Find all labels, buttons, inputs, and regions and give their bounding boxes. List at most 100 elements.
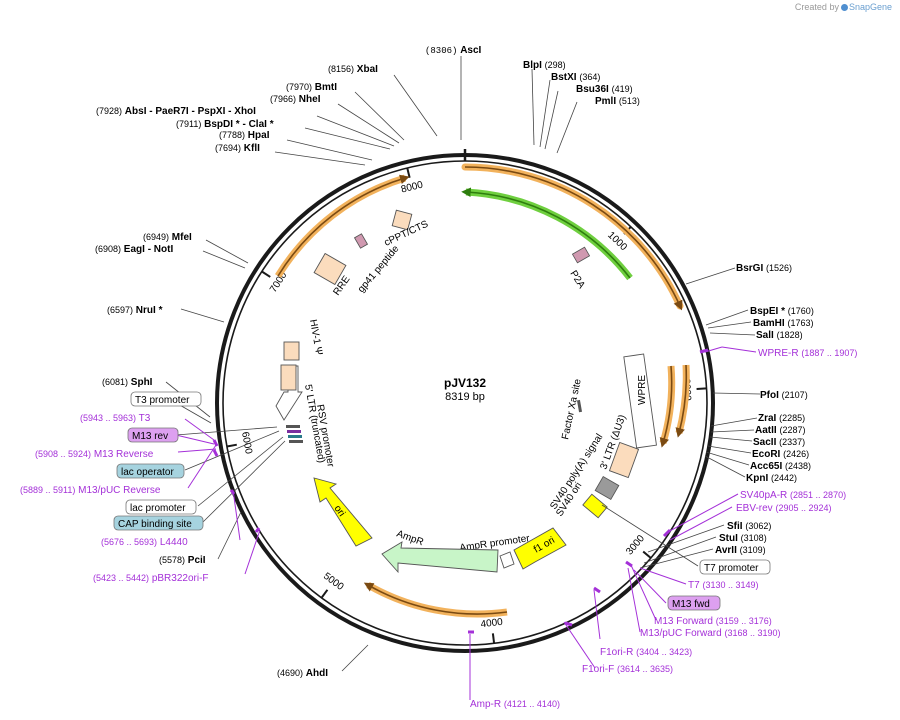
primer-range-f1ori-r: (3404 .. 3423) — [636, 647, 692, 657]
svg-text:BlpI (298): BlpI (298) — [523, 60, 566, 71]
primer-t3: T3 — [139, 413, 151, 424]
enzyme-pos-ascI: (8306) — [425, 46, 457, 56]
rre-shape — [313, 252, 347, 286]
sv40-ori-shape — [582, 493, 608, 519]
enzyme-bamHI: BamHI — [753, 318, 785, 329]
enzyme-pos-blpI: (298) — [545, 60, 566, 70]
svg-text:(4690) AhdI: (4690) AhdI — [277, 668, 328, 679]
wpre-shape — [623, 353, 657, 449]
box-cap-binding-site: CAP binding site — [118, 519, 192, 530]
svg-text:(5943 .. 5963) T3: (5943 .. 5963) T3 — [80, 413, 151, 424]
svg-text:F1ori-F (3614 .. 3635): F1ori-F (3614 .. 3635) — [582, 664, 673, 675]
svg-text:AatII (2287): AatII (2287) — [755, 425, 805, 436]
ruler-tick — [261, 270, 271, 278]
enzyme-claI: BspDI * - ClaI * — [204, 119, 274, 130]
enzyme-pos-claI: (7911) — [176, 119, 201, 129]
primer-m13-forward: M13 Forward — [654, 616, 713, 627]
ampr-shape — [381, 541, 499, 574]
feature-p2a: P2A — [567, 269, 587, 291]
enzyme-pos-mfeI: (6949) — [143, 232, 169, 242]
svg-text:(7970) BmtI: (7970) BmtI — [286, 82, 337, 93]
box-t3-promoter: T3 promoter — [135, 395, 190, 406]
svg-text:(7694) KflI: (7694) KflI — [215, 143, 260, 154]
ruler-tick — [406, 167, 411, 178]
primer-pbr322ori-f: pBR322ori-F — [152, 573, 209, 584]
svg-text:(5676 .. 5693) L4440: (5676 .. 5693) L4440 — [101, 537, 188, 548]
enzyme-mfeI: MfeI — [172, 232, 192, 243]
ruler-tick — [642, 550, 652, 559]
svg-text:ZraI (2285): ZraI (2285) — [758, 413, 805, 424]
svg-text:WPRE-R (1887 .. 1907): WPRE-R (1887 .. 1907) — [758, 348, 857, 359]
ori-shape — [313, 477, 373, 547]
boxed-labels: T3 promoter M13 rev lac operator lac pro… — [113, 391, 771, 611]
enzyme-hpaI: HpaI — [248, 130, 270, 141]
enzyme-kpnI: KpnI — [746, 473, 768, 484]
enzyme-bsrGI: BsrGI — [736, 263, 763, 274]
p2a-shape — [571, 246, 591, 264]
enzyme-pos-hpaI: (7788) — [219, 130, 245, 140]
enzyme-pmlI: PmlI — [595, 96, 616, 107]
box-m13-rev: M13 rev — [132, 431, 168, 442]
svg-text:BspEI * (1760): BspEI * (1760) — [750, 306, 814, 317]
box-lac-promoter: lac promoter — [130, 503, 186, 514]
enzyme-aatII: AatII — [755, 425, 777, 436]
svg-text:(5889 .. 5911) M13/pUC Reverse: (5889 .. 5911) M13/pUC Reverse — [20, 485, 161, 496]
ruler-tick — [320, 589, 329, 599]
svg-text:(7788) HpaI: (7788) HpaI — [219, 130, 270, 141]
ruler-tick — [226, 443, 237, 448]
enzyme-nheI: NheI — [299, 94, 321, 105]
enzyme-pfoI: PfoI — [760, 390, 779, 401]
enzyme-pos-acc65I: (2438) — [785, 461, 811, 471]
primer-ebv-rev: EBV-rev — [736, 503, 773, 514]
svg-text:(7928) AbsI - PaeR7I - PspXI -: (7928) AbsI - PaeR7I - PspXI - XhoI — [96, 106, 256, 117]
enzyme-pos-sphI: (6081) — [102, 377, 128, 387]
enzyme-notI: EagI - NotI — [124, 244, 174, 255]
feature-gp41: gp41 peptide — [356, 243, 402, 295]
svg-text:(7966) NheI: (7966) NheI — [270, 94, 321, 105]
orf-arcs — [275, 163, 690, 618]
primer-t7: T7 — [688, 580, 700, 591]
plasmid-name: pJV132 — [444, 376, 486, 390]
primer-m13-puc-reverse: M13/pUC Reverse — [78, 485, 161, 496]
enzyme-pos-bmtI: (7970) — [286, 82, 312, 92]
ltr3-shape — [608, 441, 640, 479]
enzyme-zraI: ZraI — [758, 413, 777, 424]
svg-text:(8156) XbaI: (8156) XbaI — [328, 64, 378, 75]
enzyme-pos-pmlI: (513) — [619, 96, 640, 106]
primer-f1ori-f: F1ori-F — [582, 664, 614, 675]
svg-text:(7911) BspDI * - ClaI *: (7911) BspDI * - ClaI * — [176, 119, 274, 130]
svg-text:BamHI (1763): BamHI (1763) — [753, 318, 813, 329]
svg-text:SalI (1828): SalI (1828) — [756, 330, 803, 341]
svg-text:(6597) NruI *: (6597) NruI * — [107, 305, 163, 316]
primer-range-ebv-rev: (2905 .. 2924) — [775, 503, 831, 513]
enzyme-pos-stuI: (3108) — [741, 533, 767, 543]
factor-xa-mark — [576, 399, 583, 413]
enzyme-blpI: BlpI — [523, 60, 542, 71]
svg-text:EBV-rev (2905 .. 2924): EBV-rev (2905 .. 2924) — [736, 503, 832, 514]
svg-text:Acc65I (2438): Acc65I (2438) — [750, 461, 811, 472]
enzyme-sacII: SacII — [753, 437, 777, 448]
enzyme-nruI: NruI * — [136, 305, 163, 316]
enzyme-pos-sfiI: (3062) — [745, 521, 771, 531]
enzyme-ecoRI: EcoRI — [752, 449, 781, 460]
svg-text:(6908) EagI - NotI: (6908) EagI - NotI — [95, 244, 173, 255]
enzyme-pos-pciI: (5578) — [159, 555, 185, 565]
primer-range-wpre-r: (1887 .. 1907) — [801, 348, 857, 358]
enzyme-kflI: KflI — [244, 143, 260, 154]
primer-range-m13-reverse: (5908 .. 5924) — [35, 449, 91, 459]
enzyme-pos-sacII: (2337) — [779, 437, 805, 447]
ruler-label-6000: 6000 — [239, 431, 254, 455]
primer-range-m13-puc-forward: (3168 .. 3190) — [724, 628, 780, 638]
enzyme-pos-xbaI: (8156) — [328, 64, 354, 74]
svg-text:EcoRI (2426): EcoRI (2426) — [752, 449, 809, 460]
enzyme-pos-kflI: (7694) — [215, 143, 241, 153]
credit-prefix: Created by — [794, 2, 839, 12]
enzyme-pciI: PciI — [188, 555, 206, 566]
enzyme-bsu36I: Bsu36I — [576, 84, 609, 95]
primer-m13-puc-forward: M13/pUC Forward — [640, 628, 722, 639]
primer-range-l4440: (5676 .. 5693) — [101, 537, 157, 547]
svg-text:(8306) AscI: (8306) AscI — [425, 45, 482, 56]
svg-text:BstXI (364): BstXI (364) — [551, 72, 600, 83]
enzyme-pos-bspEI: (1760) — [788, 306, 814, 316]
